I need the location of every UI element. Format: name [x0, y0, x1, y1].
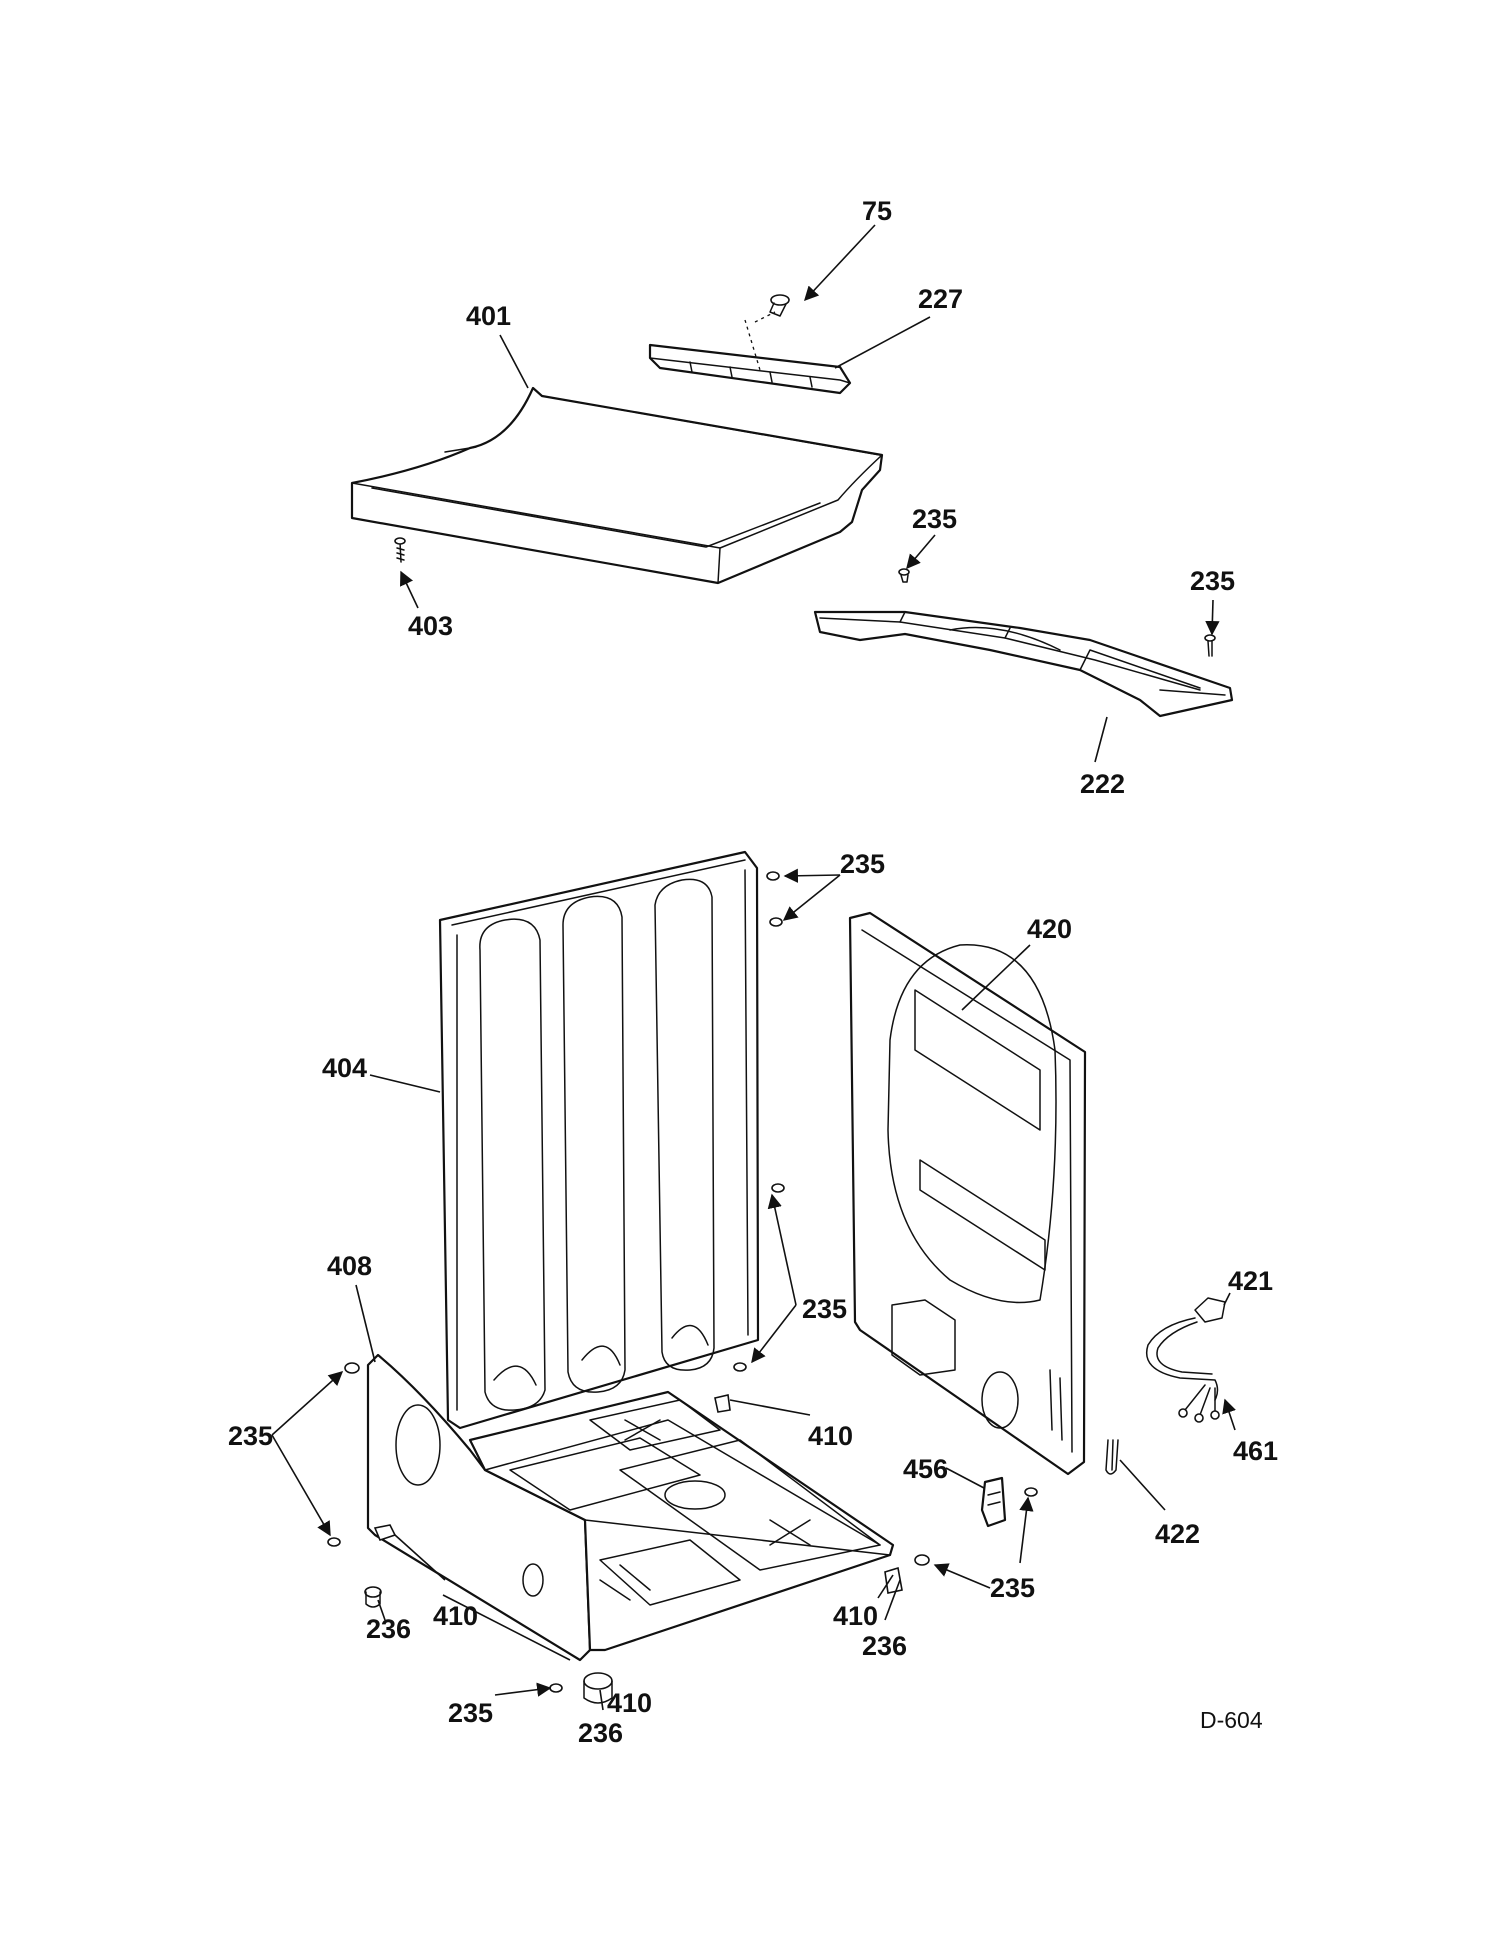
callout-235-f: 235 [990, 1573, 1035, 1603]
callout-235-g: 235 [448, 1698, 493, 1728]
callout-421: 421 [1228, 1266, 1273, 1296]
callout-75: 75 [862, 196, 892, 226]
callout-456: 456 [903, 1454, 948, 1484]
leader-lines [271, 224, 1236, 1711]
screw-75 [754, 294, 790, 323]
screws-235-rear-panel [733, 871, 785, 1372]
callout-410-d: 410 [607, 1688, 652, 1718]
callout-461: 461 [1233, 1436, 1278, 1466]
support-bracket-222 [813, 610, 1234, 718]
top-panel-401 [350, 386, 884, 585]
callout-422: 422 [1155, 1519, 1200, 1549]
clip-422 [1105, 1439, 1119, 1475]
callout-410-a: 410 [808, 1421, 853, 1451]
wire-harness-421 [1146, 1297, 1226, 1423]
callout-236-a: 236 [366, 1614, 411, 1644]
callout-227: 227 [918, 284, 963, 314]
callout-235-b: 235 [1190, 566, 1235, 596]
diagram-code: D-604 [1200, 1707, 1263, 1733]
front-panel-420 [848, 911, 1087, 1476]
callout-401: 401 [466, 301, 511, 331]
callout-222: 222 [1080, 769, 1125, 799]
callout-404: 404 [322, 1053, 367, 1083]
callout-236-c: 236 [578, 1718, 623, 1748]
screw-235-top-left [898, 568, 910, 583]
base-frame-408 [366, 1353, 895, 1662]
callout-235-e: 235 [228, 1421, 273, 1451]
callout-235-c: 235 [840, 849, 885, 879]
callout-403: 403 [408, 611, 453, 641]
rear-panel-404 [438, 850, 760, 1430]
screw-235-top-right [1204, 634, 1216, 657]
bracket-456 [980, 1476, 1007, 1528]
callout-235-d: 235 [802, 1294, 847, 1324]
callout-410-c: 410 [833, 1601, 878, 1631]
callout-410-b: 410 [433, 1601, 478, 1631]
hinge-bracket-227 [648, 319, 852, 395]
callout-235-a: 235 [912, 504, 957, 534]
callout-236-b: 236 [862, 1631, 907, 1661]
callout-408: 408 [327, 1251, 372, 1281]
leveling-leg-hardware [327, 1362, 1038, 1704]
callout-labels: 75 227 401 403 235 235 222 235 420 404 4… [228, 196, 1278, 1748]
screw-403 [394, 537, 406, 563]
callout-420: 420 [1027, 914, 1072, 944]
